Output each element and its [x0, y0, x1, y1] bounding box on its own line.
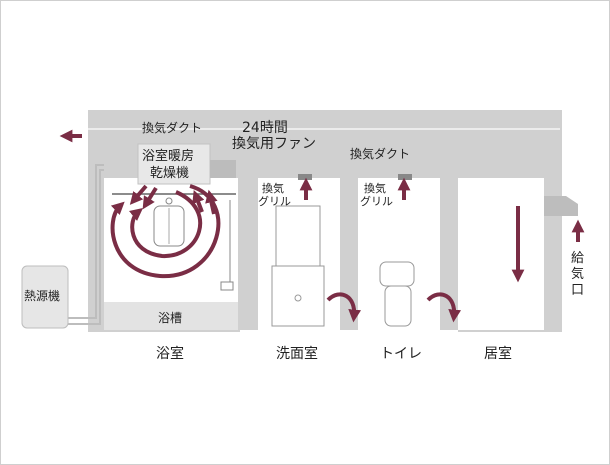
arrow-floor-toilet — [426, 292, 462, 323]
svg-text:気: 気 — [571, 266, 584, 282]
bathtub-label: 浴槽 — [158, 311, 182, 325]
room-washroom: 洗面室 — [276, 345, 318, 362]
fan-unit — [210, 160, 236, 178]
bath-dryer-unit — [137, 143, 211, 185]
room-toilet: トイレ — [380, 346, 422, 362]
arrow-up-dryer-2 — [192, 190, 205, 213]
fan-label-line1: 24時間 — [242, 120, 288, 136]
shower-fixture — [220, 200, 234, 291]
heat-source-unit — [21, 265, 69, 329]
heat-source-label: 熱源機 — [24, 288, 60, 303]
vanity — [271, 265, 325, 327]
arrow-swirl-outer — [110, 184, 221, 279]
grille-toilet — [398, 174, 412, 180]
toilet-fixture — [379, 261, 415, 327]
heat-pipes — [68, 164, 104, 325]
intake-label: 給 気 口 — [571, 251, 584, 298]
duct-label-left: 換気ダクト — [142, 120, 202, 135]
dryer-label-line1: 浴室暖房 — [142, 148, 194, 164]
laundry — [153, 197, 185, 247]
intake-vent — [544, 196, 578, 216]
grille-washroom — [298, 174, 312, 180]
grille-b-line1: 換気 — [364, 181, 386, 195]
duct-label-right: 換気ダクト — [350, 146, 410, 161]
room-living: 居室 — [484, 345, 512, 362]
svg-text:給: 給 — [571, 251, 584, 266]
duct-separator — [88, 128, 560, 130]
room-bathroom: 浴室 — [156, 345, 184, 362]
airflow-arrows — [59, 129, 585, 323]
arrow-diag-1 — [129, 184, 148, 205]
vanity-knob — [294, 294, 302, 302]
arrow-up-dryer-1 — [205, 189, 218, 215]
grille-a-line2: グリル — [258, 194, 291, 208]
grille-b-line2: グリル — [360, 194, 393, 208]
arrow-floor-washroom — [326, 292, 362, 323]
grille-a-line1: 換気 — [262, 181, 284, 195]
living-interior — [458, 178, 544, 330]
fan-label-line2: 換気用ファン — [232, 136, 316, 152]
mirror — [275, 205, 321, 267]
bathtub — [104, 302, 238, 330]
arrow-diag-2 — [142, 186, 158, 210]
svg-text:口: 口 — [571, 283, 584, 298]
dryer-label-line2: 乾燥機 — [150, 166, 189, 181]
arrow-swirl-inner — [129, 190, 203, 259]
